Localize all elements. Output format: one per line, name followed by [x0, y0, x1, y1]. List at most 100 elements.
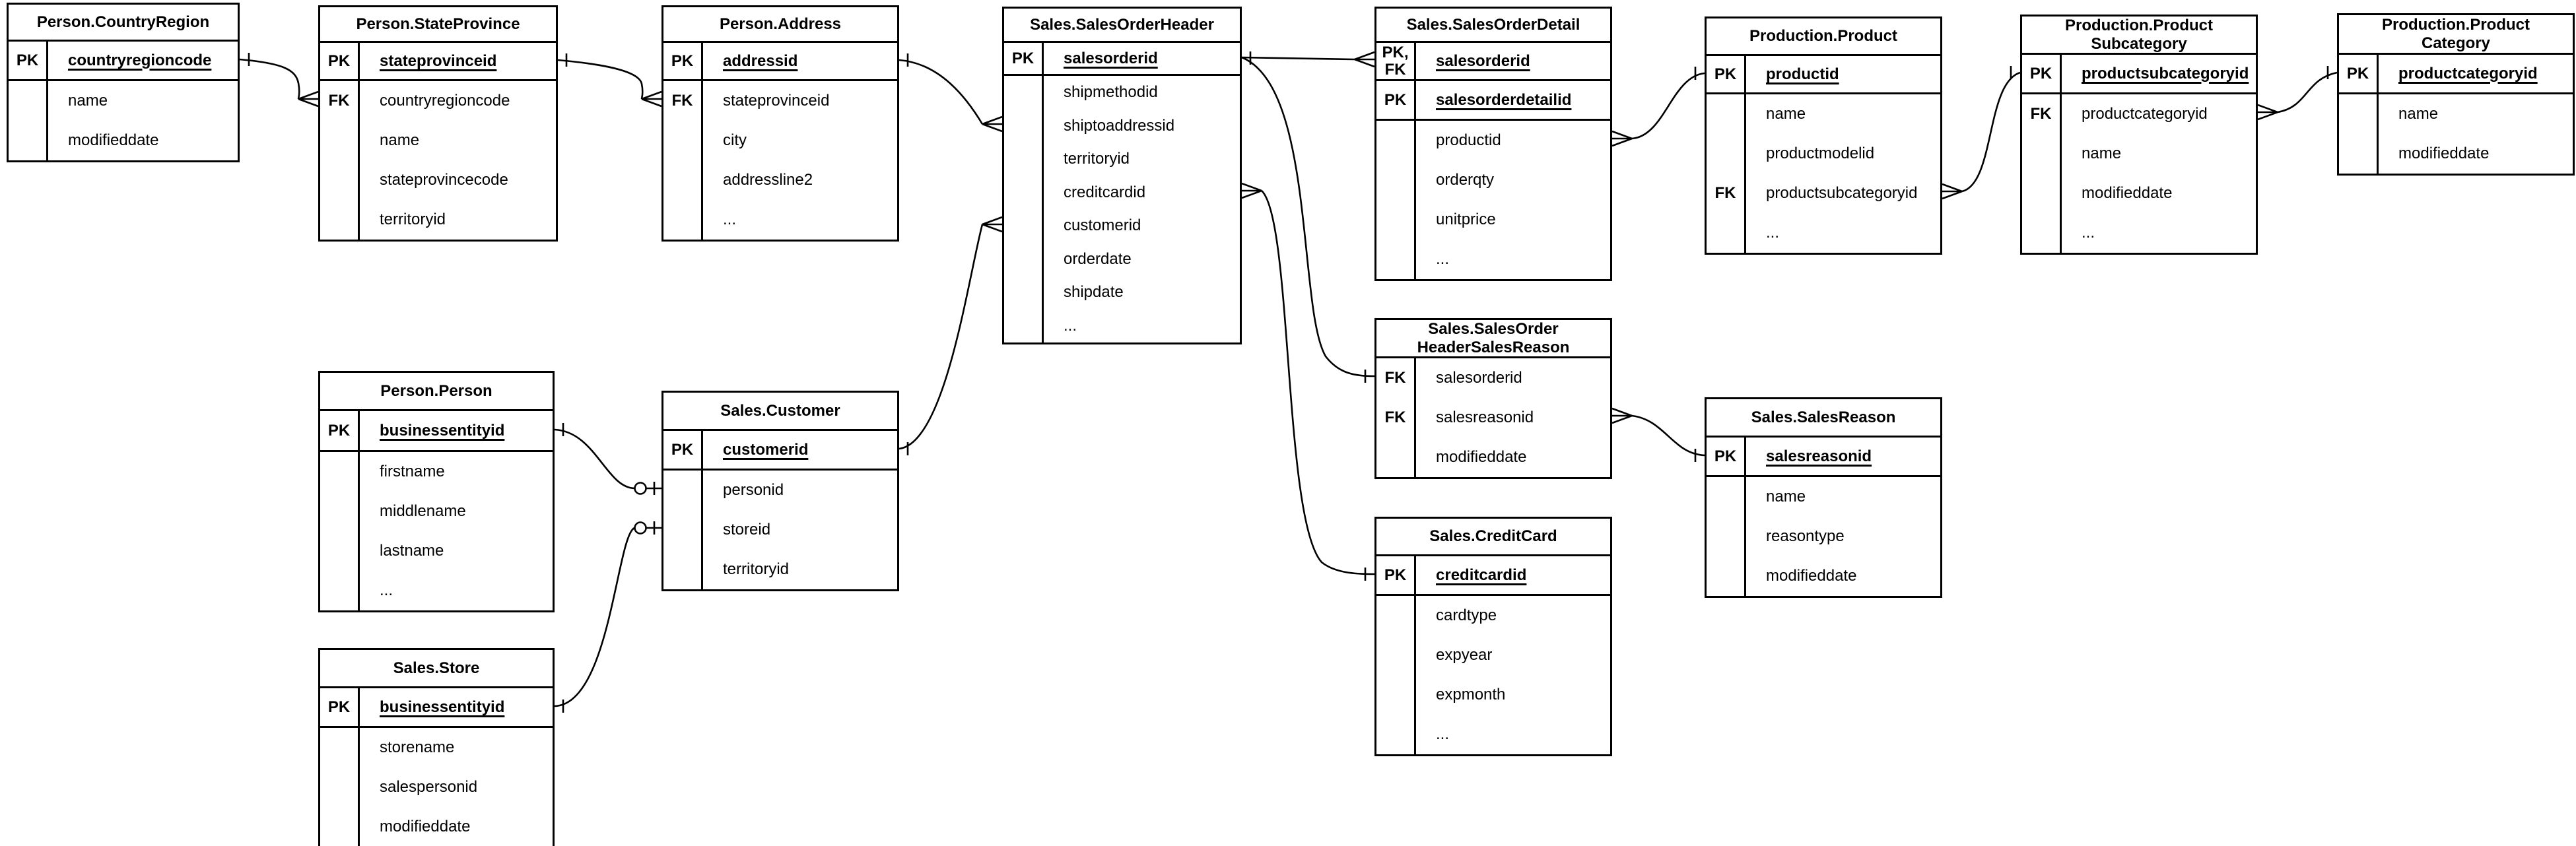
attribute-name: ...	[1064, 316, 1077, 335]
attribute-name: ...	[723, 211, 737, 228]
cardinality-many-crowfoot	[982, 115, 1003, 133]
attribute-row-shiptoaddressid: shiptoaddressid	[1004, 109, 1240, 143]
attribute-name: stateprovinceid	[723, 92, 830, 110]
attribute-name: productsubcategoryid	[1766, 184, 1918, 202]
attribute-row-: ...	[2022, 213, 2256, 253]
attribute-name: modifieddate	[380, 818, 471, 835]
key-indicator	[320, 121, 360, 160]
relationship-line	[554, 527, 661, 707]
key-indicator: PK	[1707, 56, 1746, 92]
attribute-row-modifieddate: modifieddate	[320, 807, 553, 846]
key-indicator	[663, 471, 703, 510]
attribute-name: orderdate	[1064, 249, 1132, 268]
cardinality-many-crowfoot	[982, 216, 1003, 233]
connector-salesorderheadersalesreason-salesreason	[1611, 407, 1705, 462]
attribute-row-reasontype: reasontype	[1707, 517, 1940, 556]
key-indicator	[320, 452, 360, 492]
attribute-name: reasontype	[1766, 527, 1845, 545]
entity-title: Production.Product Category	[2339, 15, 2573, 55]
key-indicator	[1376, 438, 1416, 477]
key-indicator: PK	[9, 42, 48, 79]
attribute-row-customerid: customerid	[1004, 209, 1240, 243]
key-indicator	[1004, 76, 1044, 110]
attribute-row-name: name	[1707, 94, 1940, 134]
key-indicator	[663, 160, 703, 200]
key-indicator: PK	[2022, 55, 2062, 92]
connector-stateprovince-address	[557, 53, 662, 108]
attribute-name: stateprovincecode	[380, 171, 508, 189]
relationship-line	[554, 428, 661, 490]
attribute-name: salesreasonid	[1436, 408, 1534, 426]
entity-title: Person.Person	[320, 373, 553, 411]
key-indicator: FK	[1376, 358, 1416, 398]
connector-salesorderdetail-product	[1611, 67, 1705, 147]
key-indicator: FK	[320, 81, 360, 121]
key-indicator	[663, 200, 703, 240]
relationship-line	[898, 224, 984, 450]
attribute-name: businessentityid	[380, 421, 505, 439]
attribute-row-: ...	[1376, 715, 1610, 754]
attribute-row-modifieddate: modifieddate	[2022, 174, 2256, 213]
entity-title: Sales.SalesReason	[1707, 399, 1940, 438]
attribute-row-name: name	[9, 81, 238, 121]
key-indicator	[320, 160, 360, 200]
attribute-row-personid: personid	[663, 471, 897, 510]
attribute-row-modifieddate: modifieddate	[1707, 556, 1940, 596]
connector-person-customer	[554, 423, 661, 495]
attribute-name: territoryid	[723, 560, 790, 578]
attribute-row-name: name	[320, 121, 556, 160]
key-indicator	[1004, 109, 1044, 143]
attribute-name: ...	[2082, 224, 2095, 242]
key-indicator	[1376, 240, 1416, 279]
key-indicator	[663, 550, 703, 589]
attribute-name: storename	[380, 738, 455, 756]
attribute-name: shipdate	[1064, 283, 1124, 302]
attribute-row-territoryid: territoryid	[1004, 143, 1240, 176]
attribute-name: shiptoaddressid	[1064, 116, 1175, 135]
attribute-row-expmonth: expmonth	[1376, 675, 1610, 715]
cardinality-many-crowfoot	[1354, 51, 1375, 68]
key-indicator	[1376, 596, 1416, 635]
attribute-row-modifieddate: modifieddate	[2339, 134, 2573, 174]
key-indicator	[2022, 134, 2062, 174]
cardinality-many-crowfoot	[1611, 407, 1633, 424]
attribute-row-salespersonid: salespersonid	[320, 767, 553, 807]
key-indicator	[320, 531, 360, 571]
attribute-row-addressline2: addressline2	[663, 160, 897, 200]
key-indicator	[1707, 134, 1746, 174]
attribute-name: personid	[723, 481, 784, 499]
key-indicator	[320, 200, 360, 240]
attribute-row-unitprice: unitprice	[1376, 200, 1610, 240]
relationship-line	[239, 58, 300, 100]
cardinality-many-crowfoot	[1241, 182, 1262, 199]
attribute-name: modifieddate	[2082, 184, 2173, 202]
attribute-row-city: city	[663, 121, 897, 160]
attribute-name: ...	[380, 581, 393, 599]
attribute-name: countryregioncode	[68, 51, 212, 69]
key-indicator	[1004, 276, 1044, 309]
key-indicator	[1707, 556, 1746, 596]
attribute-name: expyear	[1436, 646, 1493, 664]
attribute-name: territoryid	[1064, 150, 1130, 168]
attribute-name: productcategoryid	[2398, 64, 2538, 82]
entity-title: Person.StateProvince	[320, 7, 556, 43]
